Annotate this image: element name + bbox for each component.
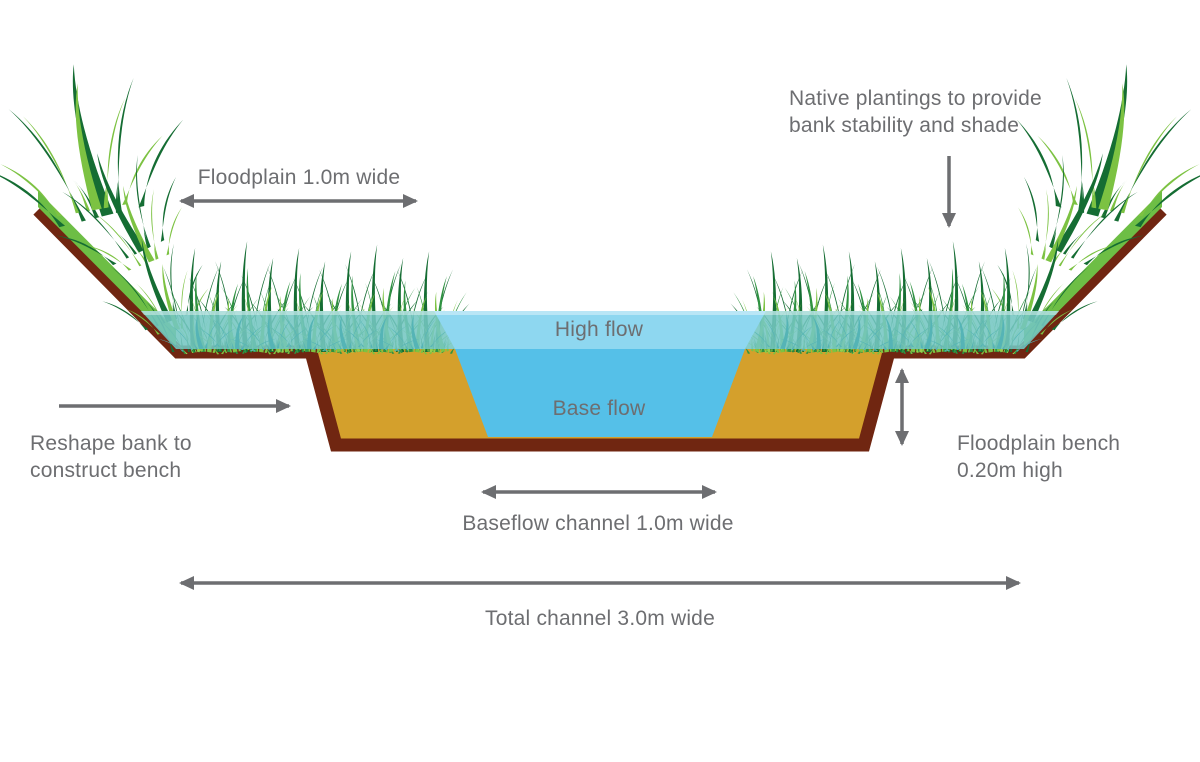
native-plantings-line2: bank stability and shade — [789, 114, 1020, 137]
arrows — [59, 156, 1021, 590]
floodplain-width-label: Floodplain 1.0m wide — [197, 166, 401, 189]
floodplain-bench-line1: Floodplain bench — [957, 432, 1121, 455]
native-plantings-line1: Native plantings to provide — [789, 87, 1042, 110]
reshape-bank-line1: Reshape bank to — [30, 432, 192, 455]
baseflow-width-label: Baseflow channel 1.0m wide — [462, 512, 734, 535]
reshape-bank-line2: construct bench — [30, 459, 182, 482]
grass-clump — [0, 42, 201, 241]
baseflow-water — [455, 349, 745, 437]
total-width-label: Total channel 3.0m wide — [485, 607, 715, 630]
native-plantings-label: Native plantings to provide bank stabili… — [789, 85, 1042, 139]
water-surface-highlight — [141, 311, 1059, 315]
high-flow-label: High flow — [554, 318, 644, 341]
base-flow-label: Base flow — [552, 397, 646, 420]
floodplain-bench-line2: 0.20m high — [957, 459, 1063, 482]
reshape-bank-label: Reshape bank to construct bench — [30, 430, 192, 484]
highflow-water-center — [434, 311, 766, 349]
left-bank-vegetation — [0, 42, 483, 358]
floodplain-bench-label: Floodplain bench 0.20m high — [957, 430, 1120, 484]
